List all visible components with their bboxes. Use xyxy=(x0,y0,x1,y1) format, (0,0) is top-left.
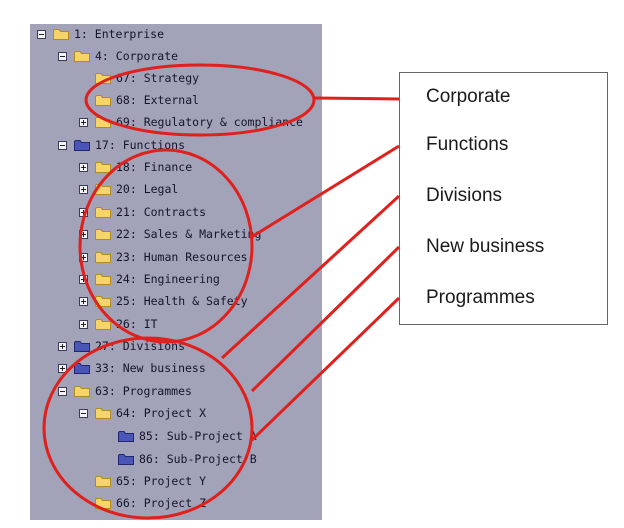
tree-row[interactable]: 63: Programmes xyxy=(58,381,192,401)
corporate-connector-line xyxy=(313,96,400,101)
tree-row-label: 18: Finance xyxy=(116,160,193,174)
tree-row-label: 65: Project Y xyxy=(116,474,207,488)
tree-row-label: 22: Sales & Marketing xyxy=(116,227,262,241)
tree-row-label: 63: Programmes xyxy=(95,384,192,398)
tree-row[interactable]: 17: Functions xyxy=(58,135,185,155)
tree-row-label: 21: Contracts xyxy=(116,205,207,219)
tree-row-label: 17: Functions xyxy=(95,138,186,152)
corporate-highlight-ellipse xyxy=(84,63,316,137)
legend-item-new-business: New business xyxy=(426,236,545,257)
legend-item-corporate: Corporate xyxy=(426,86,511,107)
folder-icon xyxy=(53,29,69,40)
collapse-toggle-icon[interactable] xyxy=(58,51,67,61)
tree-row[interactable]: 24: Engineering xyxy=(79,269,220,289)
tree-row-label: 85: Sub-Project A xyxy=(139,429,257,443)
tree-row[interactable]: 23: Human Resources xyxy=(79,247,248,267)
expand-toggle-icon[interactable] xyxy=(79,117,88,127)
divisions-programmes-highlight-ellipse xyxy=(42,336,254,520)
expand-toggle-icon[interactable] xyxy=(58,341,67,351)
expand-toggle-icon[interactable] xyxy=(79,162,88,172)
tree-row-label: 86: Sub-Project B xyxy=(139,452,257,466)
tree-row-label: 64: Project X xyxy=(116,406,207,420)
tree-row-label: 33: New business xyxy=(95,361,206,375)
folder-icon xyxy=(118,431,134,442)
tree-row[interactable]: 68: External xyxy=(95,90,199,110)
folder-icon xyxy=(95,319,111,330)
tree-row-label: 25: Health & Safety xyxy=(116,294,248,308)
folder-icon xyxy=(74,341,90,352)
tree-row[interactable]: 64: Project X xyxy=(79,403,206,423)
tree-row-label: 68: External xyxy=(116,93,200,107)
collapse-toggle-icon[interactable] xyxy=(58,140,67,150)
folder-icon xyxy=(118,454,134,465)
tree-panel: 1: Enterprise 4: Corporate 67: Strategy 68:… xyxy=(30,24,322,520)
folder-icon xyxy=(95,252,111,263)
tree-row-label: 23: Human Resources xyxy=(116,250,248,264)
functions-connector-line xyxy=(249,144,400,240)
tree-row[interactable]: 33: New business xyxy=(58,358,206,378)
tree-row[interactable]: 26: IT xyxy=(79,314,158,334)
legend-item-divisions: Divisions xyxy=(426,185,503,206)
collapse-toggle-icon[interactable] xyxy=(58,386,67,396)
tree-row-label: 69: Regulatory & compliance xyxy=(116,115,303,129)
collapse-toggle-icon[interactable] xyxy=(79,408,88,418)
expand-toggle-icon[interactable] xyxy=(79,296,88,306)
tree-row[interactable]: 65: Project Y xyxy=(95,471,206,491)
tree-row[interactable]: 21: Contracts xyxy=(79,202,206,222)
folder-icon xyxy=(95,162,111,173)
legend-item-programmes: Programmes xyxy=(426,287,535,308)
expand-toggle-icon[interactable] xyxy=(58,363,67,373)
collapse-toggle-icon[interactable] xyxy=(37,29,46,39)
legend-box: Corporate Functions Divisions New busine… xyxy=(399,72,608,325)
tree-row[interactable]: 85: Sub-Project A xyxy=(118,426,257,446)
expand-toggle-icon[interactable] xyxy=(79,184,88,194)
programmes-connector-line xyxy=(250,296,401,442)
folder-icon xyxy=(95,408,111,419)
tree-row[interactable]: 18: Finance xyxy=(79,157,192,177)
folder-icon xyxy=(95,229,111,240)
tree-row[interactable]: 1: Enterprise xyxy=(37,24,164,44)
new-business-connector-line xyxy=(250,245,401,393)
folder-icon xyxy=(95,95,111,106)
tree-row-label: 1: Enterprise xyxy=(74,27,165,41)
tree-row-label: 66: Project Z xyxy=(116,496,207,510)
tree-row[interactable]: 22: Sales & Marketing xyxy=(79,224,261,244)
tree-row[interactable]: 86: Sub-Project B xyxy=(118,449,257,469)
expand-toggle-icon[interactable] xyxy=(79,319,88,329)
divisions-connector-line xyxy=(220,194,401,360)
legend-item-functions: Functions xyxy=(426,134,509,155)
tree-row[interactable]: 4: Corporate xyxy=(58,46,178,66)
tree-row-label: 20: Legal xyxy=(116,182,179,196)
folder-icon xyxy=(95,274,111,285)
folder-icon xyxy=(74,140,90,151)
tree-row-label: 26: IT xyxy=(116,317,158,331)
folder-icon xyxy=(95,476,111,487)
tree-row-label: 24: Engineering xyxy=(116,272,220,286)
folder-icon xyxy=(95,207,111,218)
folder-icon xyxy=(74,386,90,397)
tree-row-label: 67: Strategy xyxy=(116,71,200,85)
tree-row-label: 4: Corporate xyxy=(95,49,179,63)
functions-highlight-ellipse xyxy=(78,148,254,344)
folder-icon xyxy=(74,51,90,62)
